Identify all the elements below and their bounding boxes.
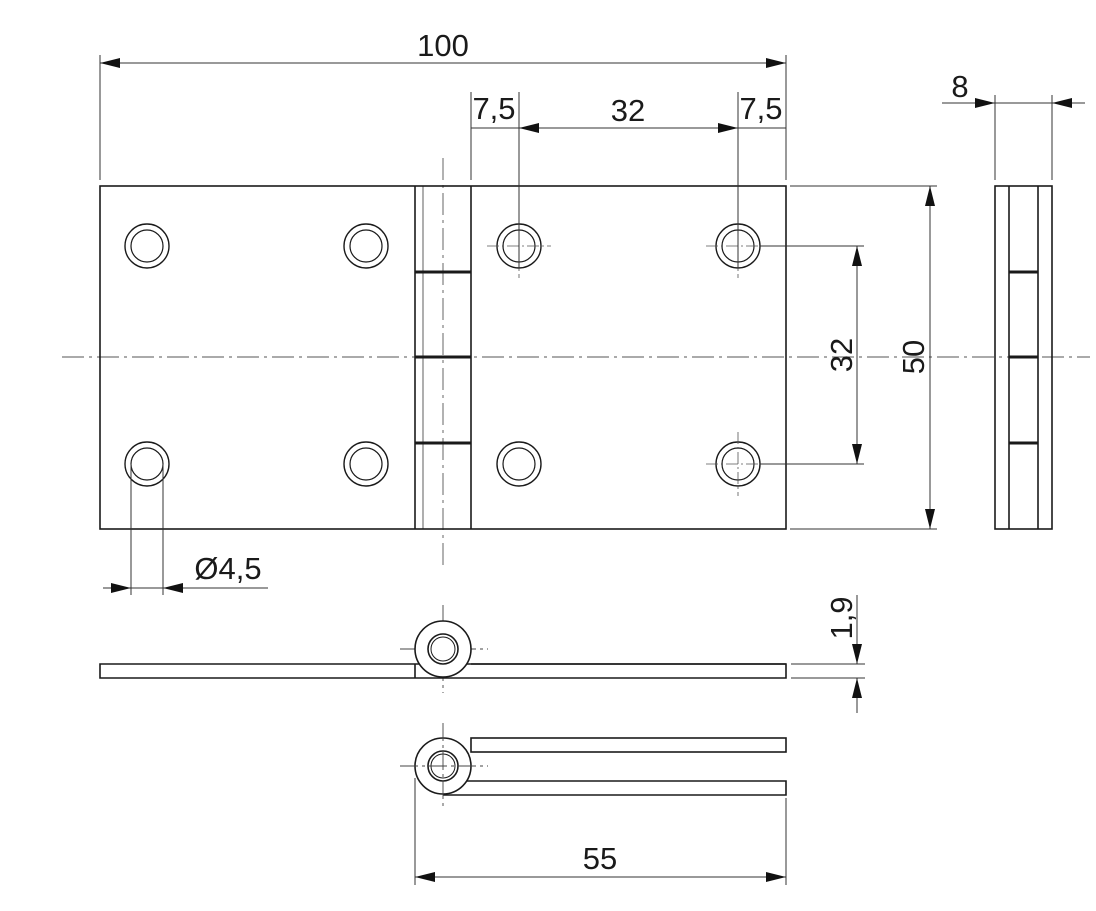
dim-overall-length: 100 — [417, 28, 469, 63]
open-section-view — [99, 605, 787, 693]
screw-hole — [343, 223, 389, 269]
closed-section-view — [400, 723, 787, 810]
dim-leaf-thickness: 1,9 — [824, 596, 859, 639]
screw-hole — [496, 441, 542, 487]
dim-hole-spacing-horizontal: 32 — [611, 93, 645, 128]
dim-hole-spacing-vertical: 32 — [824, 338, 859, 372]
dim-hole-offset-left: 7,5 — [472, 91, 515, 126]
dim-leaf-width: 55 — [583, 841, 617, 876]
screw-hole — [124, 441, 170, 487]
screw-holes — [124, 214, 770, 496]
dim-thickness: 8 — [951, 69, 968, 104]
dimension-labels: 100 7,5 32 7,5 8 32 50 Ø4,5 1,9 55 — [194, 28, 968, 876]
dimension-lines — [99, 55, 1085, 885]
dim-hole-offset-right: 7,5 — [739, 91, 782, 126]
side-view — [994, 185, 1053, 530]
center-lines — [62, 158, 1090, 565]
screw-hole — [124, 223, 170, 269]
screw-hole — [343, 441, 389, 487]
dim-overall-height: 50 — [896, 340, 931, 374]
dim-hole-diameter: Ø4,5 — [194, 551, 261, 586]
